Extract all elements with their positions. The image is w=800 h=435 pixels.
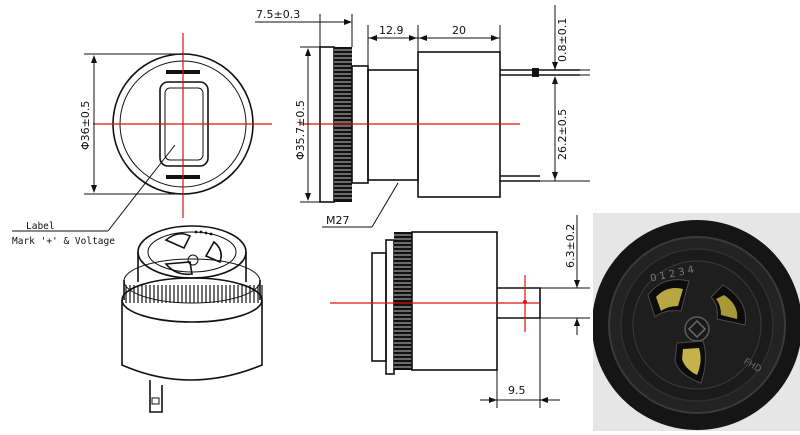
outer-diameter-label: Φ36±0.5 [79,101,92,150]
bottom-view: 6.3±0.2 9.5 [330,215,590,408]
iso-view [121,225,263,413]
product-photo: 0 1 2 3 4 FHD [592,213,800,431]
pin-thickness-label: 0.8±0.1 [556,18,569,62]
depth-a-label: 12.9 [379,24,404,37]
pin-spacing-label: 26.2±0.5 [556,109,569,160]
side-view: Φ35.7±0.5 7.5±0.3 12.9 20 0.8±0.1 26.2±0… [255,5,590,228]
front-view: Φ36±0.5 [79,33,272,218]
top-offset-label: 7.5±0.3 [256,8,300,21]
pin-length-label: 9.5 [508,384,526,397]
label-annotation: Label [26,221,55,232]
mark-annotation: Mark '+' & Voltage [12,236,115,247]
body-diameter-label: Φ35.7±0.5 [294,100,307,160]
pin-width-label: 6.3±0.2 [564,224,577,268]
label-leader: Label Mark '+' & Voltage [12,144,176,247]
depth-b-label: 20 [452,24,466,37]
thread-label: M27 [326,214,350,227]
